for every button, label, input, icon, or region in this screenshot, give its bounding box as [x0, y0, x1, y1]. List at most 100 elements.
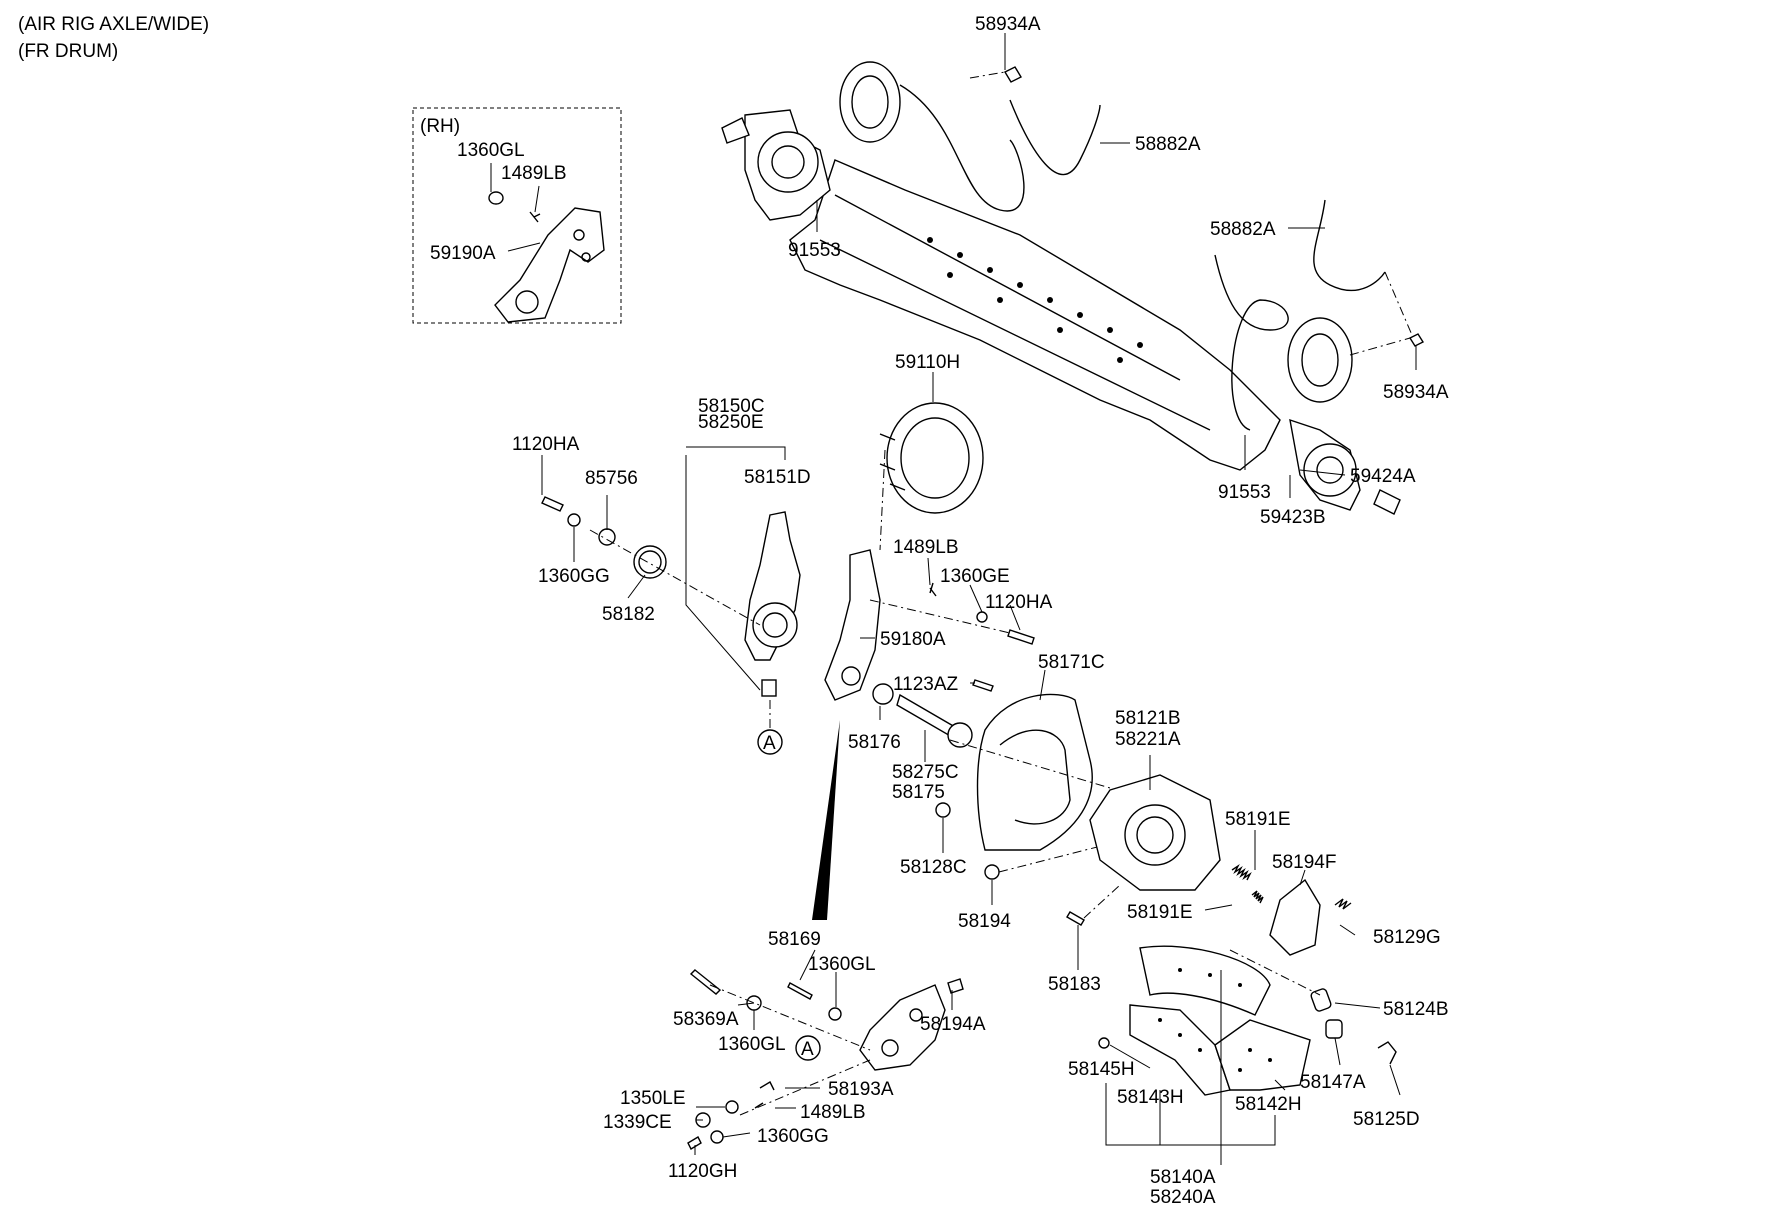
brake-lining-58145H: [1129, 1004, 1231, 1096]
leader: [969, 584, 983, 613]
clips: [754, 1081, 775, 1109]
clip-part: [529, 211, 541, 223]
label-1120HA-left: 1120HA: [512, 434, 580, 455]
bolt-1120HA: [541, 496, 564, 512]
bracket-hole: [909, 1008, 923, 1022]
clip-58125D: [1377, 1041, 1397, 1065]
snap-ring-inner: [638, 550, 662, 574]
label-58143H: 58143H: [1117, 1087, 1184, 1108]
slack-adjuster-bore: [762, 612, 788, 638]
right-air-line: [1214, 254, 1289, 431]
bracket-line: [1221, 1115, 1276, 1146]
rivet-58145H: [1098, 1037, 1110, 1049]
chamber-bracket-59180A: [824, 549, 881, 701]
spring-group: [1229, 863, 1397, 1065]
leader: [1039, 669, 1046, 701]
inset-label-1360GL: 1360GL: [457, 140, 525, 161]
inset-title: (RH): [420, 116, 460, 137]
bracket-hole: [573, 229, 585, 241]
label-58934A-right: 58934A: [1383, 382, 1449, 403]
washer-1360GG: [567, 513, 581, 527]
leader: [737, 1002, 755, 1006]
label-1350LE: 1350LE: [620, 1088, 686, 1109]
label-1360GL-low: 1360GL: [718, 1034, 786, 1055]
ref-a-circle-top: [757, 729, 783, 755]
label-58194: 58194: [958, 911, 1011, 932]
brake-lining-58142H: [1214, 1019, 1311, 1091]
label-59424A: 59424A: [1350, 466, 1416, 487]
bolt-58169: [787, 982, 813, 1000]
right-spindle: [1373, 489, 1401, 515]
brake-chamber-group: [812, 402, 1035, 920]
inset-label-1489LB: 1489LB: [501, 163, 567, 184]
bolt-58369A: [689, 969, 722, 995]
label-1360GL-bottom: 1360GL: [808, 954, 876, 975]
left-brake-chamber: [839, 61, 901, 143]
dust-shield-inner: [999, 729, 1071, 825]
bolt-58183: [1066, 911, 1085, 926]
label-59110H: 59110H: [895, 352, 960, 373]
label-58191E-mid: 58191E: [1127, 902, 1193, 923]
bracket-line: [686, 446, 786, 460]
washer-1360GE: [976, 611, 988, 623]
dash-link: [589, 529, 761, 626]
brake-spider-group: [1066, 774, 1221, 926]
leader: [507, 242, 541, 252]
dash-link: [869, 599, 1011, 634]
right-hose-58882A: [1313, 199, 1386, 292]
dash-link: [879, 449, 886, 551]
label-1120HA-mid: 1120HA: [985, 592, 1053, 613]
bracket-part: [494, 207, 605, 323]
label-58175: 58175: [892, 782, 945, 803]
label-58183: 58183: [1048, 974, 1101, 995]
bracket-hole: [881, 1039, 899, 1057]
roller-58124B: [1310, 988, 1332, 1012]
ref-a-circle-bottom: [795, 1035, 821, 1061]
dash-link: [1083, 884, 1121, 919]
label-58182: 58182: [602, 604, 655, 625]
dash-link: [969, 71, 1006, 79]
label-58194F: 58194F: [1272, 852, 1336, 873]
label-58171C: 58171C: [1038, 652, 1105, 673]
left-chamber-inner: [851, 75, 889, 129]
leader: [1299, 469, 1346, 476]
bracket-hole: [581, 252, 591, 262]
bushing-58128C: [935, 802, 951, 818]
label-58191E-top: 58191E: [1225, 809, 1291, 830]
rh-inset: (RH) 1360GL 1489LB 59190A: [412, 107, 622, 324]
bracket-line: [1105, 1083, 1222, 1165]
label-1360GE: 1360GE: [940, 566, 1010, 587]
brake-shoe-58143H: [1139, 945, 1271, 1016]
dust-shield-58171C: [976, 693, 1093, 851]
ref-a-bottom: A: [801, 1039, 814, 1060]
label-1120GH: 1120GH: [668, 1161, 737, 1182]
fitting-58194A: [947, 978, 964, 994]
header-line-1: (AIR RIG AXLE/WIDE): [18, 14, 209, 35]
bracket-58193A: [859, 984, 946, 1071]
inset-label-59190A: 59190A: [430, 243, 496, 264]
right-chamber-inner: [1301, 333, 1339, 387]
front-axle-assembly: [721, 61, 1425, 515]
slack-adjuster-body: [752, 602, 798, 648]
leader: [1274, 1079, 1286, 1091]
roller-58147A: [1325, 1019, 1343, 1039]
leader: [1109, 1044, 1151, 1069]
left-spindle: [721, 117, 750, 144]
bracket-hole: [841, 666, 861, 686]
bolt-1123AZ: [972, 679, 994, 692]
link-leader: [812, 720, 840, 920]
right-hub-inner: [1316, 456, 1344, 484]
spring-58129G: [1334, 898, 1352, 910]
right-brake-chamber: [1287, 317, 1353, 403]
label-1489LB-mid: 1489LB: [893, 537, 959, 558]
label-58193A: 58193A: [828, 1079, 894, 1100]
washer-1360GG-low: [710, 1130, 724, 1144]
brake-shoe-group: [1098, 945, 1311, 1165]
label-58240A: 58240A: [1150, 1187, 1216, 1208]
camshaft-58275C: [896, 693, 956, 739]
brake-chamber-inner: [900, 417, 970, 499]
label-59423B: 59423B: [1260, 507, 1326, 528]
cam-head: [947, 722, 973, 748]
